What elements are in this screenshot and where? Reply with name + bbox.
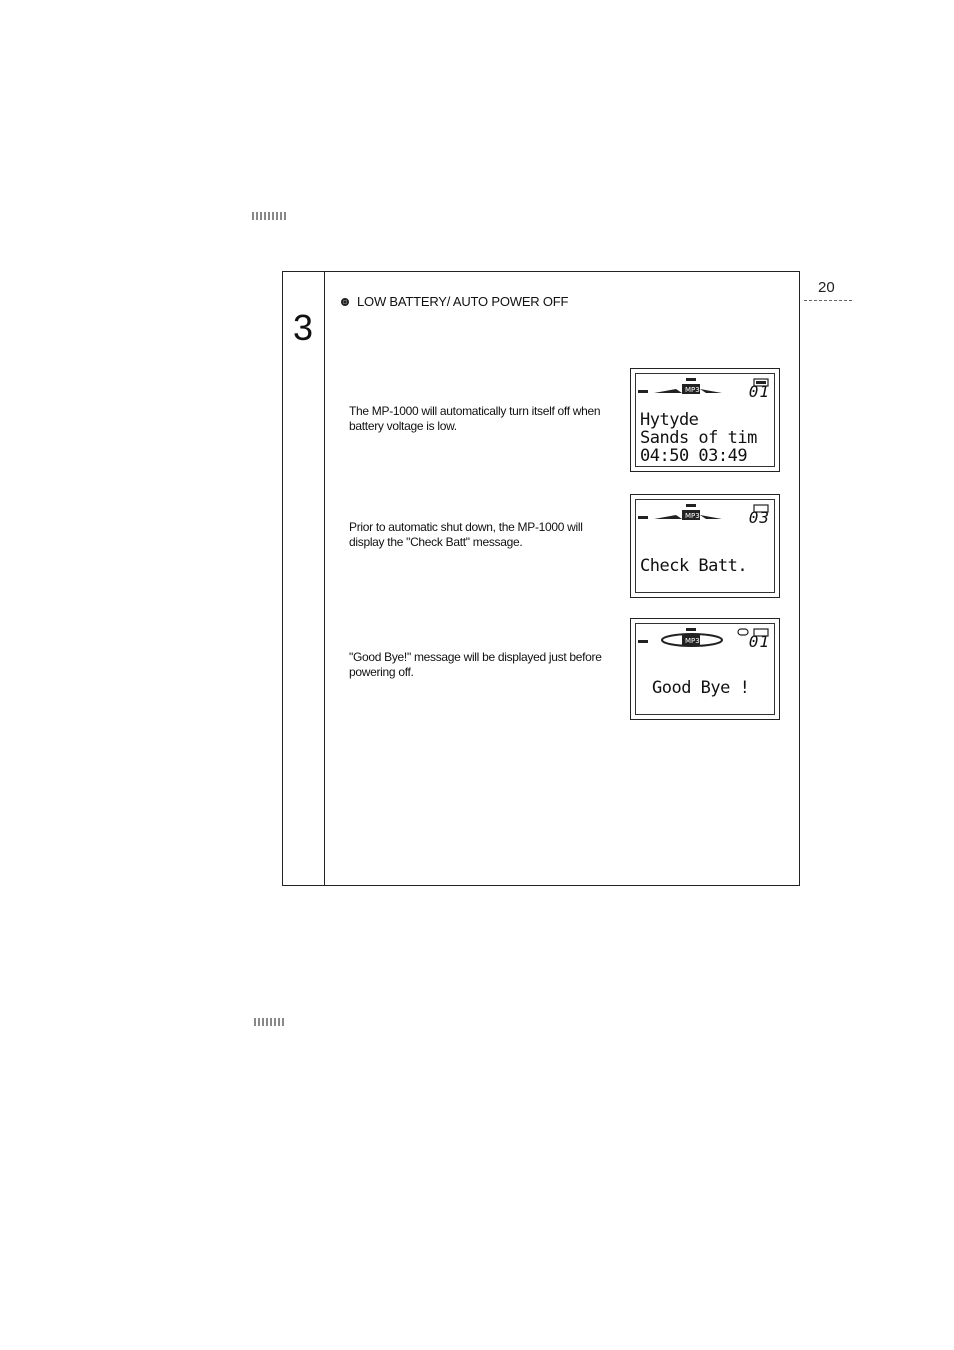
lcd-status-bar: MP3 01	[636, 376, 774, 401]
bullet-circle-icon	[341, 297, 349, 306]
svg-text:MP3: MP3	[685, 512, 700, 520]
lcd-display-area: MP3 01 Good Bye !	[635, 623, 775, 715]
lcd-message: Check Batt.	[640, 556, 748, 576]
svg-text:MP3: MP3	[685, 386, 700, 394]
page-number-rule	[804, 300, 852, 301]
step-2-description: Prior to automatic shut down, the MP-100…	[349, 520, 583, 549]
section-title-text: LOW BATTERY/ AUTO POWER OFF	[357, 294, 569, 309]
chapter-side-column: 3	[283, 272, 325, 885]
lcd-status-bar: MP3 03	[636, 502, 774, 527]
lcd-song-title: Sands of tim	[640, 428, 757, 448]
lcd-track-number: 01	[748, 632, 770, 651]
step-1-description: The MP-1000 will automatically turn itse…	[349, 404, 601, 433]
svg-text:MP3: MP3	[685, 637, 700, 645]
scan-artifact-bottom	[254, 1018, 286, 1026]
lcd-screen-2: MP3 03 Check Batt.	[630, 494, 780, 598]
lcd-time: 04:50 03:49	[640, 446, 748, 466]
step-3-description: "Good Bye!" message will be displayed ju…	[349, 650, 602, 679]
lcd-mp3-indicator-icon: MP3	[638, 628, 769, 647]
lcd-track-number: 01	[748, 382, 770, 401]
lcd-mp3-indicator-icon: MP3	[638, 504, 769, 520]
lcd-screen-3: MP3 01 Good Bye !	[630, 618, 780, 720]
lcd-track-number: 03	[748, 508, 770, 527]
lcd-display-area: MP3 03 Check Batt.	[635, 499, 775, 593]
chapter-number: 3	[293, 307, 314, 348]
manual-page-frame: 3 LOW BATTERY/ AUTO POWER OFF The MP-100…	[282, 271, 800, 886]
section-title: LOW BATTERY/ AUTO POWER OFF	[341, 294, 568, 309]
lcd-artist: Hytyde	[640, 410, 699, 430]
lcd-mp3-indicator-icon: MP3	[638, 378, 769, 394]
lcd-display-area: MP3 01 Hytyde Sands of tim 04:50 03:49	[635, 373, 775, 467]
scan-artifact-top	[252, 212, 286, 220]
lcd-screen-1: MP3 01 Hytyde Sands of tim 04:50 03:49	[630, 368, 780, 472]
lcd-status-bar: MP3 01	[636, 626, 774, 651]
page-number: 20	[818, 279, 835, 296]
lcd-message: Good Bye !	[652, 678, 750, 698]
